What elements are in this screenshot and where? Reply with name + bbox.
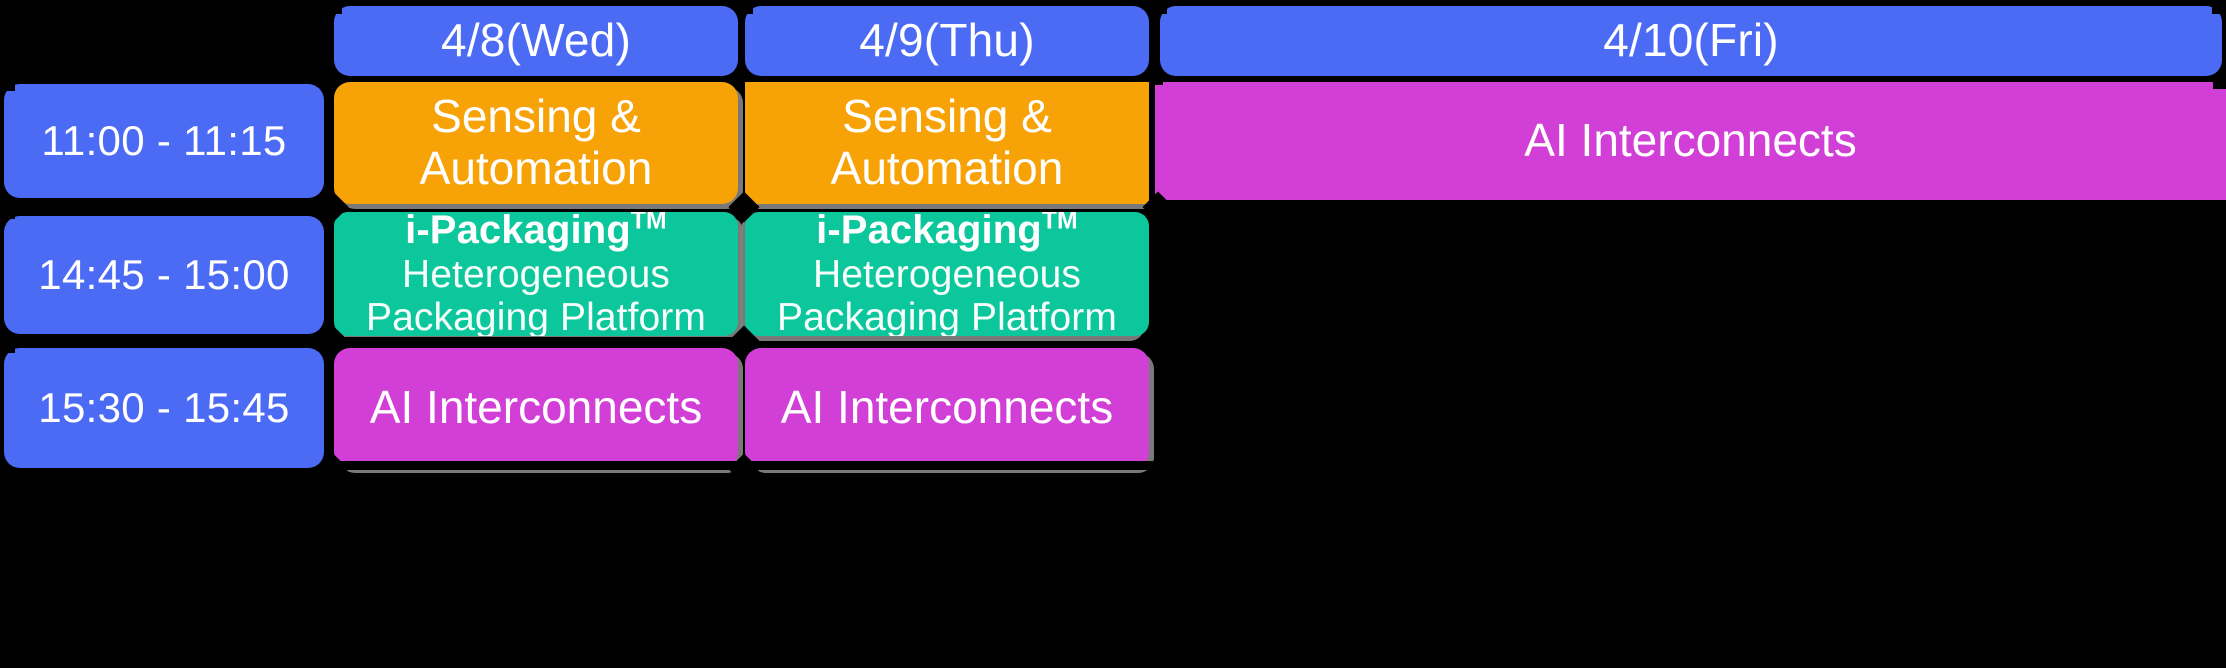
time-slot-label: 15:30 - 15:45 [38,384,290,432]
selection-handle-top-left[interactable] [326,0,342,14]
selection-handle-bottom-col0[interactable] [326,656,342,668]
session-line-1: Sensing & [842,90,1052,143]
session-cell-r0c2[interactable]: AI Interconnects [1155,82,2226,200]
selection-handle-bottom-col1[interactable] [737,656,753,668]
session-cell-r0c0[interactable]: Sensing & Automation [334,82,738,204]
session-line-1: Heterogeneous [813,252,1081,296]
selection-handle-top-right[interactable] [1151,0,1167,14]
selection-handle-top-mid[interactable] [737,0,753,14]
day-header-4-9[interactable]: 4/9(Thu) [745,6,1149,76]
selection-handle-left-bottom[interactable] [0,654,15,668]
time-slot-3[interactable]: 15:30 - 15:45 [4,348,324,468]
session-line-1: Sensing & [431,90,641,143]
selection-handle-row2-col2[interactable] [1142,325,1174,357]
session-cell-r0c1[interactable]: Sensing & Automation [745,82,1149,204]
day-header-label: 4/8(Wed) [441,14,631,67]
selection-handle-left-row3[interactable] [0,338,15,353]
trademark-mark: TM [1041,212,1078,235]
selection-handle-left-row2[interactable] [0,204,15,219]
session-line-2: Packaging Platform [777,296,1117,336]
time-slot-label: 11:00 - 11:15 [41,117,287,165]
day-header-4-8[interactable]: 4/8(Wed) [334,6,738,76]
session-line-2: Automation [830,142,1064,194]
selection-handle-bottom-col2[interactable] [1147,656,1163,668]
selection-bar-bottom-col1[interactable] [741,461,1153,470]
time-slot-2[interactable]: 14:45 - 15:00 [4,216,324,334]
session-cell-r1c1[interactable]: i-PackagingTM Heterogeneous Packaging Pl… [745,212,1149,336]
session-brand-name: i-PackagingTM [405,212,667,253]
time-slot-label: 14:45 - 15:00 [38,251,290,299]
day-header-label: 4/9(Thu) [859,14,1035,67]
selection-handle-top-far-right[interactable] [2212,0,2226,14]
selection-handle-right-edge[interactable] [2213,76,2226,89]
selection-bar-row-divider[interactable] [330,337,740,346]
selection-handle-right-row1[interactable] [1150,72,1163,85]
session-cell-r2c0[interactable]: AI Interconnects [334,348,738,468]
session-line-1: AI Interconnects [780,381,1114,434]
session-line-2: Packaging Platform [366,296,706,336]
time-slot-1[interactable]: 11:00 - 11:15 [4,84,324,198]
session-line-1: Heterogeneous [402,252,670,296]
day-header-label: 4/10(Fri) [1603,14,1779,67]
day-header-4-10[interactable]: 4/10(Fri) [1160,6,2222,76]
session-cell-r2c1[interactable]: AI Interconnects [745,348,1149,468]
session-brand-name: i-PackagingTM [816,212,1078,253]
session-line-1: AI Interconnects [1524,114,1857,167]
session-brand-text: i-Packaging [405,212,631,252]
selection-bar-bottom-col0[interactable] [330,461,742,470]
trademark-mark: TM [630,212,667,235]
session-cell-r1c0[interactable]: i-PackagingTM Heterogeneous Packaging Pl… [334,212,738,336]
session-line-1: AI Interconnects [369,381,703,434]
session-brand-text: i-Packaging [816,212,1042,252]
selection-handle-left-row1[interactable] [0,76,15,91]
session-line-2: Automation [419,142,653,194]
